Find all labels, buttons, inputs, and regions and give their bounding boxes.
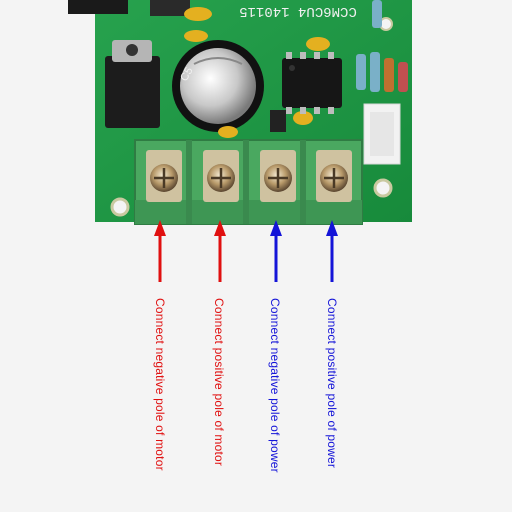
terminal-screws bbox=[146, 150, 352, 202]
label-power-positive: Connect positive pole of power bbox=[325, 298, 339, 469]
label-motor-negative: Connect negative pole of motor bbox=[153, 298, 167, 471]
arrow-motor-negative bbox=[154, 220, 166, 282]
label-motor-positive: Connect positive pole of motor bbox=[212, 298, 226, 467]
arrow-power-positive bbox=[326, 220, 338, 282]
arrow-power-negative bbox=[270, 220, 282, 282]
arrow-motor-positive bbox=[214, 220, 226, 282]
voltage-regulator bbox=[105, 56, 160, 128]
silkscreen-text: CCM6CU4 140115 bbox=[239, 3, 357, 19]
mounting-hole bbox=[373, 178, 393, 198]
label-power-negative: Connect negative pole of power bbox=[268, 298, 282, 473]
mounting-hole bbox=[110, 197, 130, 217]
ic-chip bbox=[282, 58, 342, 108]
silkscreen-label: CCM6CU4 140115 bbox=[239, 3, 357, 19]
